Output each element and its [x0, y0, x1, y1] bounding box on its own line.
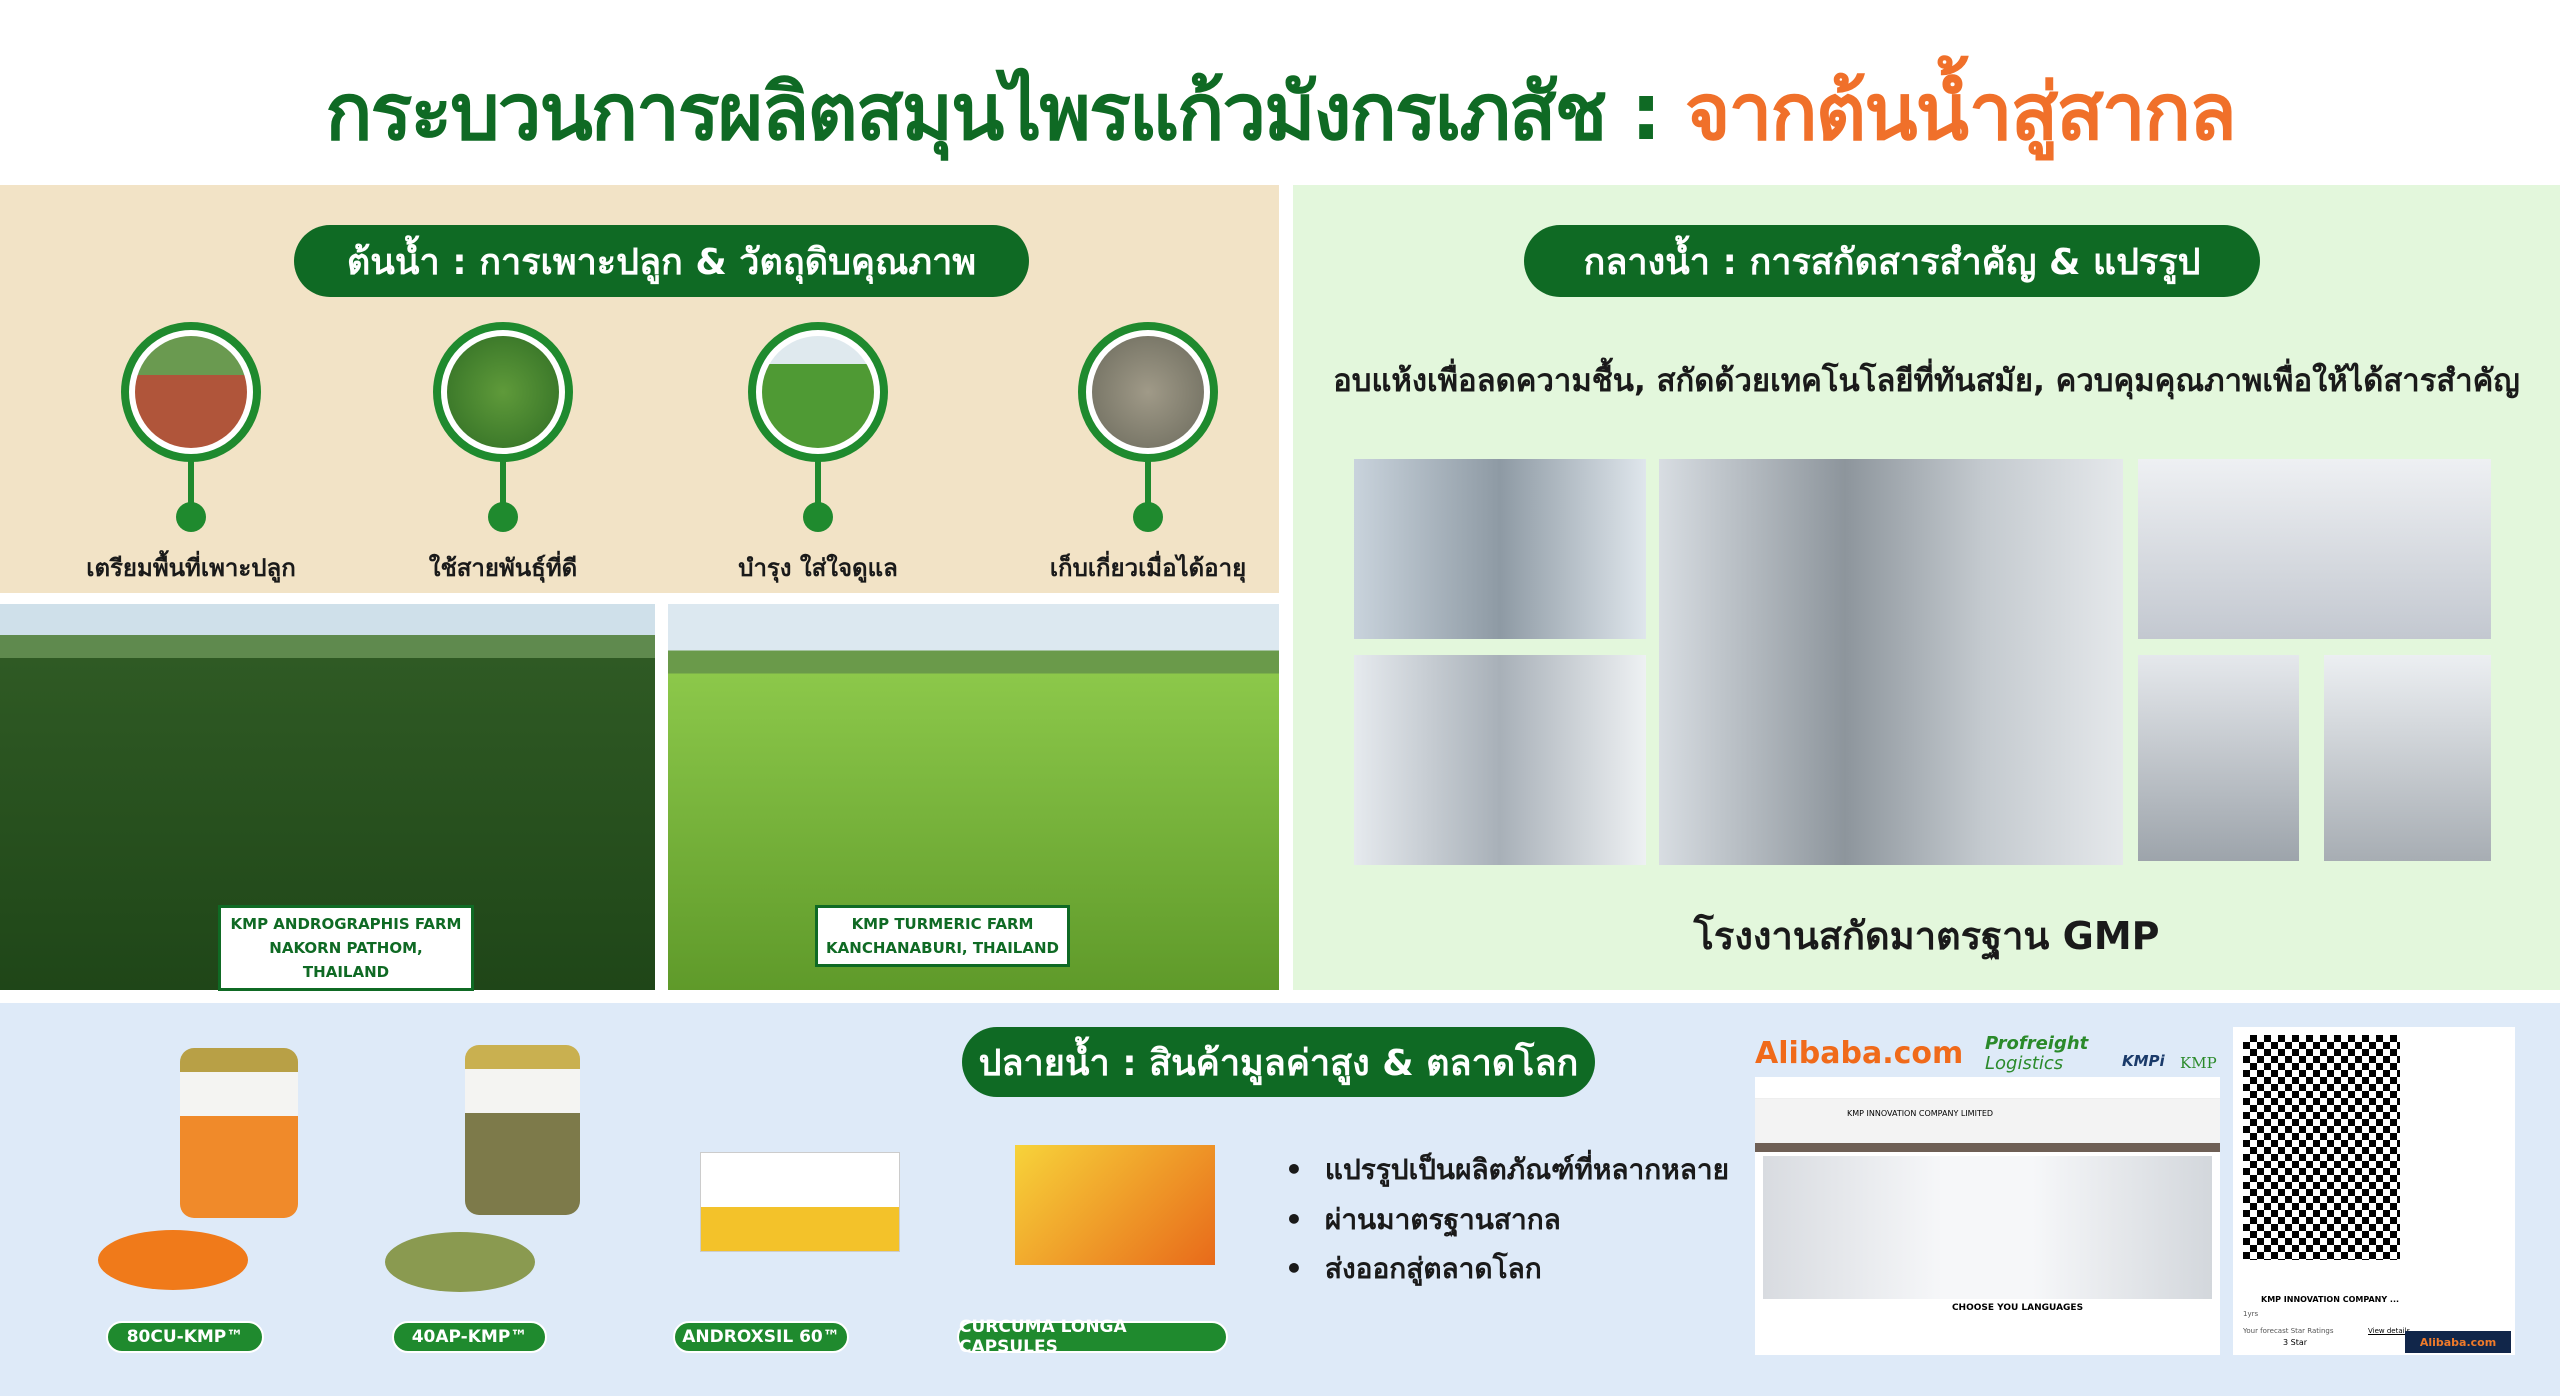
product-label: ANDROXSIL 60™ [673, 1321, 849, 1353]
factory-photo [1354, 655, 1646, 865]
profreight-sub: Logistics [1985, 1053, 2064, 1074]
store-languages: CHOOSE YOU LANGUAGES [1951, 1303, 2084, 1313]
alibaba-badge: Alibaba.com [2405, 1331, 2511, 1353]
step-label: เตรียมพื้นที่เพาะปลูก [86, 554, 296, 582]
step-label: บำรุง ใส่ใจดูแล [738, 554, 898, 582]
upstream-header: ต้นน้ำ : การเพาะปลูก & วัตถุดิบคุณภาพ [294, 225, 1029, 297]
step-photo [1078, 322, 1218, 462]
store-company: KMP INNOVATION COMPANY LIMITED [1755, 1099, 2220, 1143]
factory-photo [2138, 655, 2299, 861]
bullet-item: ส่งออกสู่ตลาดโลก [1285, 1247, 1542, 1291]
qr-years: 1yrs [2243, 1310, 2259, 1318]
bullet-item: ผ่านมาตรฐานสากล [1285, 1198, 1561, 1242]
step-photo [121, 322, 261, 462]
androxsil-box [700, 1152, 900, 1252]
kmp-logo: KMP [2180, 1054, 2217, 1072]
store-header [1755, 1077, 2220, 1099]
step-photo [433, 322, 573, 462]
gmp-caption: โรงงานสกัดมาตรฐาน GMP [1693, 914, 2160, 958]
step-label: เก็บเกี่ยวเมื่อได้อายุ [1049, 554, 1247, 582]
andrographis-farm-tag: KMP ANDROGRAPHIS FARM NAKORN PATHOM, THAI… [218, 905, 474, 991]
qr-pattern [2243, 1035, 2400, 1260]
alibaba-store-screenshot: KMP INNOVATION COMPANY LIMITED CHOOSE YO… [1755, 1077, 2220, 1355]
store-banner [1763, 1156, 2212, 1299]
andrographis-jar [465, 1045, 580, 1215]
turmeric-farm-tag: KMP TURMERIC FARM KANCHANABURI, THAILAND [815, 905, 1070, 967]
farm-location: NAKORN PATHOM, THAILAND [269, 939, 423, 981]
kmpi-logo: KMPi [2122, 1052, 2165, 1070]
curcuma-box [1015, 1145, 1215, 1265]
factory-photo [2324, 655, 2491, 861]
page-title: กระบวนการผลิตสมุนไพรแก้วมังกรเภสัช : จาก… [0, 50, 2560, 174]
profreight-name: Profreight [1985, 1033, 2089, 1054]
factory-photo [1354, 459, 1646, 639]
qr-card: KMP INNOVATION COMPANY ... 1yrs Your for… [2233, 1027, 2515, 1355]
factory-photo [1659, 459, 2123, 865]
title-highlight: จากต้นน้ำสู่สากล [1684, 68, 2237, 158]
downstream-header: ปลายน้ำ : สินค้ามูลค่าสูง & ตลาดโลก [962, 1027, 1595, 1097]
andrographis-powder [385, 1232, 535, 1292]
turmeric-jar [180, 1048, 298, 1218]
midstream-subtitle: อบแห้งเพื่อลดความชื้น, สกัดด้วยเทคโนโลยี… [1333, 363, 2520, 399]
step-label: ใช้สายพันธุ์ที่ดี [428, 554, 578, 582]
alibaba-logo: Alibaba.com [1755, 1036, 1964, 1071]
step-photo [748, 322, 888, 462]
midstream-header: กลางน้ำ : การสกัดสารสำคัญ & แปรรูป [1524, 225, 2260, 297]
store-nav [1755, 1143, 2220, 1152]
qr-company: KMP INNOVATION COMPANY ... [2261, 1295, 2400, 1304]
farm-name: KMP TURMERIC FARM [851, 915, 1034, 933]
factory-photo [2138, 459, 2491, 639]
turmeric-powder [98, 1230, 248, 1290]
product-label: 40AP-KMP™ [392, 1321, 547, 1353]
product-label: CURCUMA LONGA CAPSULES [957, 1317, 1228, 1357]
qr-view-details[interactable]: View details [2368, 1327, 2411, 1335]
product-label: 80CU-KMP™ [106, 1321, 264, 1353]
title-main: กระบวนการผลิตสมุนไพรแก้วมังกรเภสัช : [325, 68, 1685, 158]
farm-name: KMP ANDROGRAPHIS FARM [230, 915, 462, 933]
bullet-item: แปรรูปเป็นผลิตภัณฑ์ที่หลากหลาย [1285, 1148, 1729, 1192]
qr-rating-label: Your forecast Star Ratings [2243, 1327, 2334, 1335]
farm-location: KANCHANABURI, THAILAND [826, 939, 1059, 957]
qr-stars: 3 Star [2283, 1338, 2308, 1347]
